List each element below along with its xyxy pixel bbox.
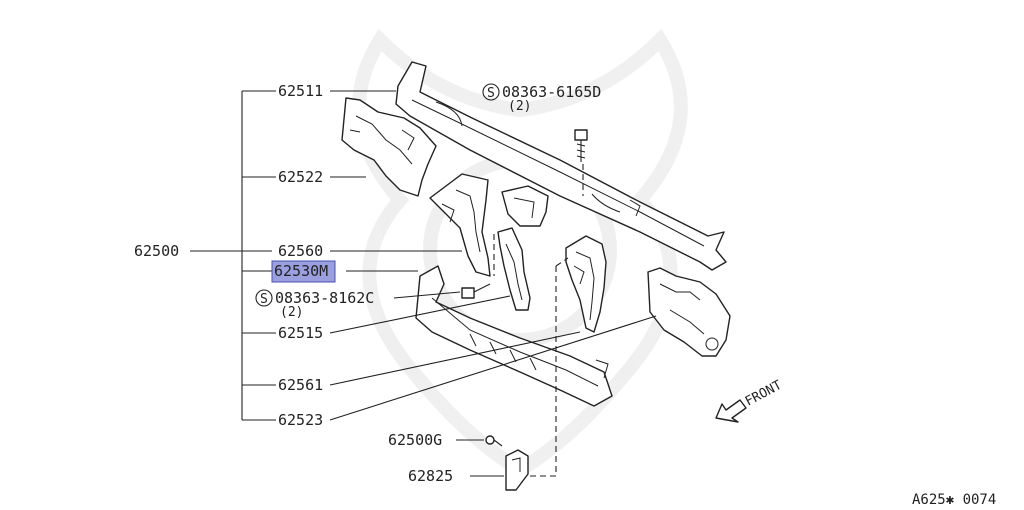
standard-part-s-icon (482, 83, 500, 101)
part-label-62515[interactable]: 62515 (278, 324, 323, 342)
screw-part-number: 08363-8162C (275, 289, 374, 307)
clip-62500g-icon (485, 435, 503, 447)
lower-core-support-part (415, 265, 613, 407)
right-side-panel-part (647, 267, 731, 357)
front-direction-indicator: FRONT (715, 378, 785, 423)
screw-upper-icon (574, 129, 588, 162)
part-label-62523[interactable]: 62523 (278, 411, 323, 429)
front-arrow-icon (715, 399, 747, 423)
part-label-62511[interactable]: 62511 (278, 82, 323, 100)
screw-label-08363-8162c[interactable]: S 08363-8162C (2) (255, 289, 374, 320)
part-label-62530m[interactable]: 62530M (274, 262, 328, 280)
screw-label-08363-6165d[interactable]: S 08363-6165D (2) (482, 83, 601, 114)
standard-part-s-mark: S (260, 292, 268, 307)
part-label-62561[interactable]: 62561 (278, 376, 323, 394)
assembly-bracket (190, 91, 272, 420)
upper-core-support-part (395, 61, 727, 271)
part-label-62522[interactable]: 62522 (278, 168, 323, 186)
standard-part-s-mark: S (487, 86, 495, 101)
leader-lines (242, 90, 657, 477)
left-side-panel-part (341, 97, 437, 197)
assembly-dash-lines (493, 164, 584, 477)
part-label-62825[interactable]: 62825 (408, 467, 453, 485)
part-label-62500[interactable]: 62500 (134, 242, 179, 260)
center-latch-support-part (501, 185, 549, 227)
standard-part-s-icon (255, 289, 273, 307)
screw-quantity: (2) (280, 305, 303, 320)
screw-part-number: 08363-6165D (502, 83, 601, 101)
part-label-62500g[interactable]: 62500G (388, 431, 442, 449)
bottom-bracket-part (505, 449, 529, 491)
left-stay-part (429, 173, 491, 277)
diagram-reference-code: A625✱ 0074 (912, 492, 996, 508)
highlight-box (271, 260, 336, 283)
screw-lower-icon (461, 283, 491, 299)
part-label-62560[interactable]: 62560 (278, 242, 323, 260)
front-label: FRONT (743, 378, 785, 410)
right-stay-part (565, 235, 607, 333)
center-stay-part (497, 227, 531, 311)
screw-quantity: (2) (508, 99, 531, 114)
